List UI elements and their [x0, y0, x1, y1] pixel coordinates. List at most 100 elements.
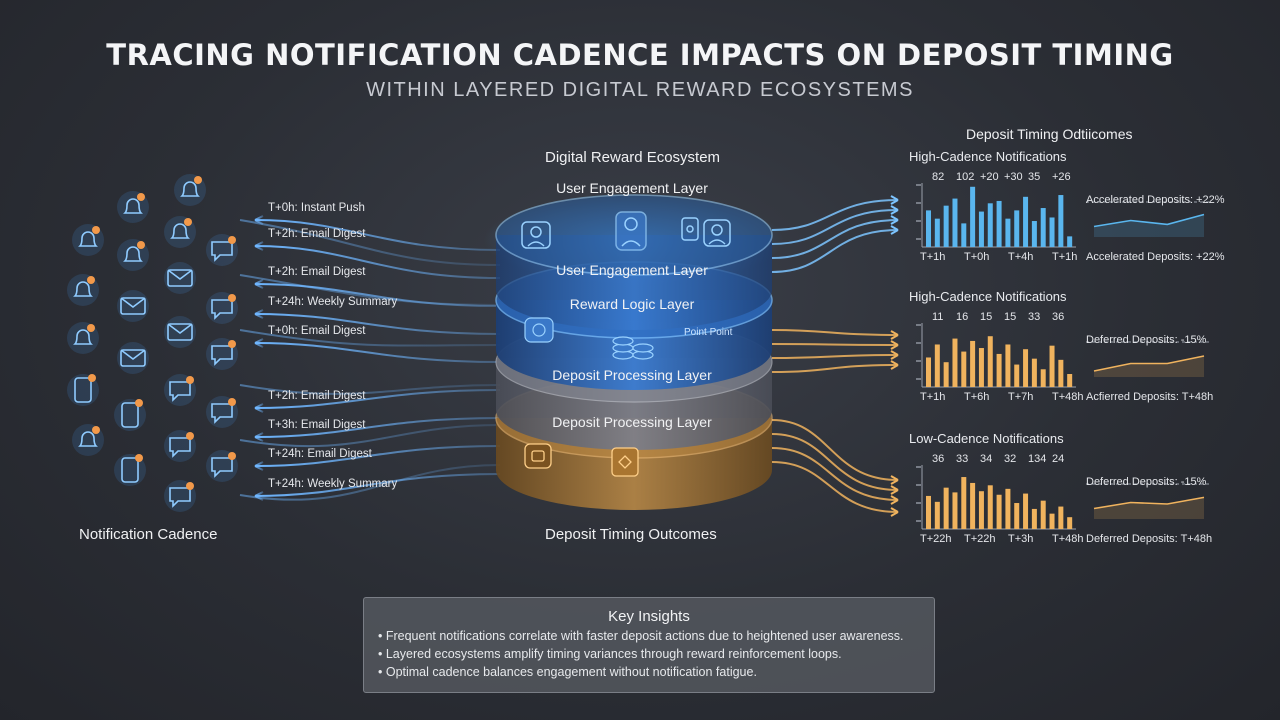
data-label: 36	[1052, 311, 1065, 323]
data-label: 102	[956, 171, 975, 183]
x-tick-label: T+1h	[920, 251, 946, 263]
notification-label: T+2h: Email Digest	[268, 390, 366, 402]
chart-annotation: Deferred Deposits: -15%	[1086, 334, 1207, 346]
bar	[978, 348, 984, 387]
notification-label: T+24h: Weekly Summary	[268, 296, 398, 308]
flow-line	[239, 424, 501, 448]
insight-bullet: • Frequent notifications correlate with …	[378, 629, 904, 643]
bar	[1058, 359, 1064, 387]
bell-icon	[72, 224, 104, 256]
chat-icon	[164, 430, 196, 462]
bar	[1014, 503, 1020, 529]
data-label: 24	[1052, 453, 1065, 465]
bar	[1014, 210, 1020, 247]
notification-icons	[67, 174, 238, 512]
data-label: 34	[980, 453, 993, 465]
flow-line	[254, 417, 501, 438]
arrow-head	[254, 432, 264, 442]
insight-bullet: • Layered ecosystems amplify timing vari…	[378, 647, 842, 661]
arrow-head	[890, 507, 899, 517]
data-label: 82	[932, 171, 945, 183]
bar	[970, 482, 976, 529]
chart-footer: Acfierred Deposits: T+48h	[1086, 391, 1214, 403]
trend-line	[1093, 496, 1205, 510]
bar	[952, 338, 958, 387]
page-title: TRACING NOTIFICATION CADENCE IMPACTS ON …	[106, 38, 1174, 72]
trend-line	[1093, 355, 1205, 372]
notification-label: T+2h: Email Digest	[268, 228, 366, 240]
ecosystem-cylinder	[484, 194, 784, 510]
bar	[926, 495, 931, 529]
bar	[1058, 195, 1064, 247]
bar	[943, 362, 949, 387]
data-label: +20	[980, 171, 999, 183]
bar	[1031, 221, 1037, 247]
insights-title: Key Insights	[608, 608, 690, 625]
bar	[961, 223, 967, 247]
mail-icon	[164, 316, 196, 348]
bell-icon	[117, 191, 149, 223]
coin-stack-icon	[524, 317, 654, 360]
bar	[934, 501, 940, 529]
chart-title: Low-Cadence Notifications	[909, 431, 1064, 446]
chat-icon	[206, 396, 238, 428]
ecosystem-heading: Digital Reward Ecosystem	[545, 149, 721, 166]
bar	[1005, 218, 1011, 247]
arrow-head	[890, 485, 899, 495]
arrow-head	[254, 241, 264, 251]
bar	[1005, 488, 1011, 529]
notification-label: T+0h: Email Digest	[268, 325, 366, 337]
trend-area	[1094, 356, 1204, 377]
x-tick-label: T+1h	[920, 391, 946, 403]
arrow-head	[254, 338, 264, 348]
bar	[970, 340, 976, 387]
bar	[1040, 208, 1046, 247]
layer-label-deposit: Deposit Processing Layer	[552, 367, 712, 383]
chat-icon	[206, 450, 238, 482]
arrow-head	[254, 309, 264, 319]
arrow-head	[890, 495, 899, 505]
data-label: 134	[1028, 453, 1047, 465]
notification-label: T+0h: Instant Push	[268, 202, 365, 214]
mail-icon	[164, 262, 196, 294]
arrow-head	[890, 340, 899, 350]
bar	[1049, 345, 1055, 387]
data-label: 33	[956, 453, 969, 465]
outcome-flow-line	[771, 199, 899, 231]
key-insights-panel: Key Insights • Frequent notifications co…	[363, 597, 935, 693]
flow-line	[254, 389, 501, 409]
data-label: +30	[1004, 171, 1023, 183]
data-label: 16	[956, 311, 969, 323]
bar	[1067, 374, 1073, 387]
layer-label-reward: Reward Logic Layer	[569, 296, 695, 312]
reward-tag: Point Point	[684, 327, 733, 338]
bar	[1023, 196, 1029, 247]
data-label: 36	[932, 453, 945, 465]
bar	[1049, 217, 1055, 247]
top-layer-label: User Engagement Layer	[556, 180, 708, 196]
mail-icon	[117, 342, 149, 374]
phone-icon	[67, 374, 99, 406]
outcome-flow-line	[771, 433, 899, 491]
mail-icon	[117, 290, 149, 322]
chart-title: High-Cadence Notifications	[909, 149, 1067, 164]
bar	[987, 203, 993, 247]
arrow-head	[890, 225, 899, 235]
bar	[934, 344, 940, 387]
flow-line	[254, 445, 501, 467]
data-label: 35	[1028, 171, 1041, 183]
data-label: 15	[1004, 311, 1017, 323]
chat-icon	[206, 234, 238, 266]
outcome-flow-line	[771, 219, 899, 259]
x-tick-label: T+22h	[920, 533, 952, 545]
insight-bullet: • Optimal cadence balances engagement wi…	[378, 665, 757, 679]
data-label: 15	[980, 311, 993, 323]
bar	[1014, 364, 1020, 387]
chat-icon	[164, 374, 196, 406]
outcome-flow-line	[771, 447, 899, 501]
arrow-head	[890, 195, 899, 205]
outcomes-caption: Deposit Timing Outcomes	[545, 526, 717, 543]
trend-line	[1093, 213, 1205, 228]
trend-area	[1094, 214, 1204, 237]
